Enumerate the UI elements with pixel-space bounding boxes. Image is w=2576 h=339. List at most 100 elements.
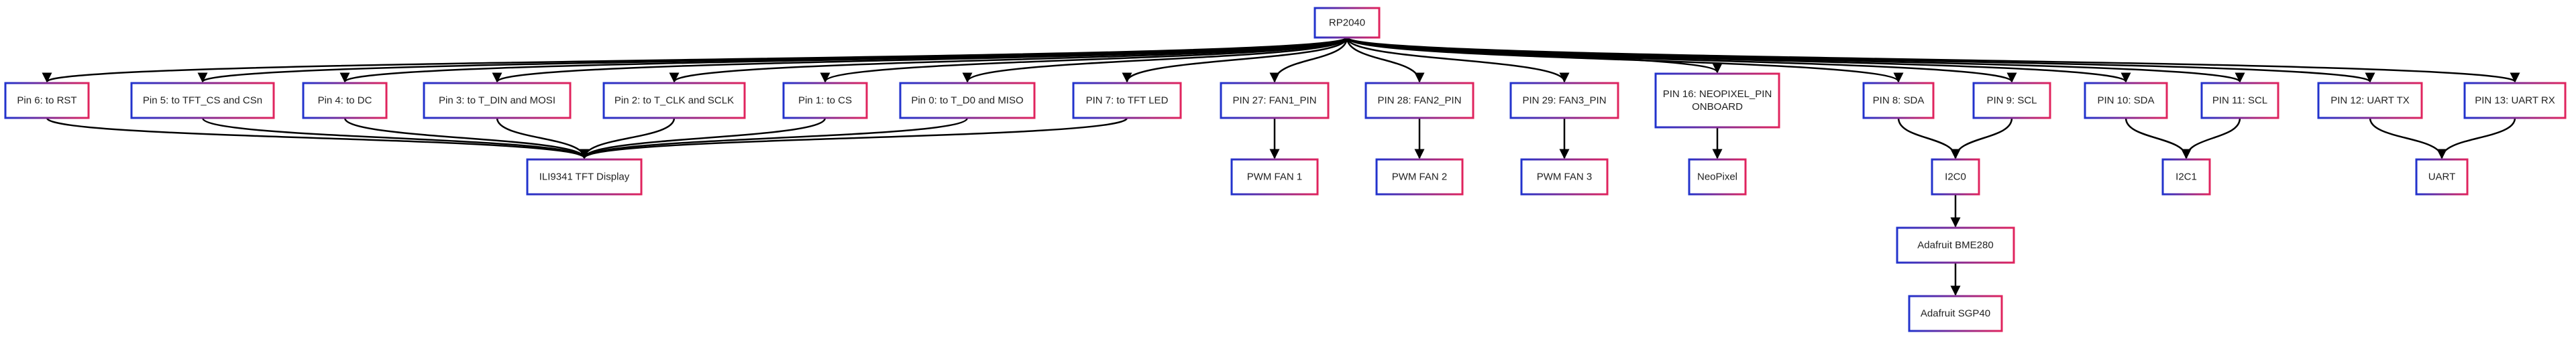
node-pin4: Pin 4: to DC bbox=[302, 82, 388, 119]
node-box bbox=[782, 82, 868, 119]
edge-pin0-to-tft bbox=[579, 117, 969, 159]
node-box bbox=[1931, 158, 1980, 196]
edge-rp2040-to-pin1 bbox=[820, 37, 1348, 83]
node-box bbox=[1654, 72, 1780, 129]
node-box bbox=[1220, 82, 1330, 119]
node-box bbox=[1862, 82, 1935, 119]
node-box bbox=[1072, 82, 1182, 119]
node-pin29: PIN 29: FAN3_PIN bbox=[1509, 82, 1619, 119]
node-label: PIN 13: UART RX bbox=[2475, 95, 2555, 107]
edge-arrow bbox=[1897, 117, 1961, 159]
edge-arrow bbox=[579, 117, 826, 159]
node-label: ONBOARD bbox=[1692, 101, 1743, 113]
edge-rp2040-to-pin29 bbox=[1346, 37, 1570, 83]
node-label: PIN 12: UART TX bbox=[2330, 95, 2410, 107]
node-pin13: PIN 13: UART RX bbox=[2463, 82, 2567, 119]
node-pin3: Pin 3: to T_DIN and MOSI bbox=[423, 82, 572, 119]
node-label: Pin 3: to T_DIN and MOSI bbox=[439, 95, 555, 107]
node-pin28: PIN 28: FAN2_PIN bbox=[1364, 82, 1474, 119]
node-pin0: Pin 0: to T_D0 and MISO bbox=[899, 82, 1036, 119]
node-pin5: Pin 5: to TFT_CS and CSn bbox=[130, 82, 275, 119]
edge-rp2040-to-pin3 bbox=[492, 36, 1348, 83]
node-box bbox=[2317, 82, 2423, 119]
edge-rp2040-to-pin4 bbox=[340, 36, 1348, 83]
node-box bbox=[4, 82, 90, 119]
node-i2c0: I2C0 bbox=[1931, 158, 1980, 196]
node-fan3: PWM FAN 3 bbox=[1520, 158, 1609, 196]
node-label: UART bbox=[2428, 172, 2456, 183]
edge-rp2040-to-pin13 bbox=[1346, 36, 2520, 83]
edge-arrow bbox=[962, 37, 1348, 83]
edge-pin5-to-tft bbox=[201, 117, 590, 159]
edge-arrow bbox=[820, 37, 1348, 83]
node-box bbox=[526, 158, 643, 196]
node-pin1: Pin 1: to CS bbox=[782, 82, 868, 119]
node-pin9: PIN 9: SCL bbox=[1972, 82, 2051, 119]
edge-pin7-to-tft bbox=[579, 117, 1128, 159]
node-label: Pin 2: to T_CLK and SCLK bbox=[614, 95, 734, 107]
edge-arrow bbox=[579, 117, 969, 159]
node-box bbox=[1896, 226, 2015, 264]
node-label: Pin 6: to RST bbox=[17, 95, 76, 107]
node-box bbox=[1972, 82, 2051, 119]
node-box bbox=[1688, 158, 1747, 196]
node-box bbox=[1313, 7, 1381, 39]
node-box bbox=[302, 82, 388, 119]
node-box bbox=[423, 82, 572, 119]
edge-rp2040-to-pin7 bbox=[1122, 37, 1348, 83]
node-label: Pin 1: to CS bbox=[798, 95, 852, 107]
node-pin6: Pin 6: to RST bbox=[4, 82, 90, 119]
edge-arrow bbox=[1122, 37, 1348, 83]
node-pin8: PIN 8: SDA bbox=[1862, 82, 1935, 119]
node-uart: UART bbox=[2415, 158, 2469, 196]
node-fan2: PWM FAN 2 bbox=[1375, 158, 1464, 196]
node-label: PIN 7: to TFT LED bbox=[1086, 95, 1169, 107]
node-label: ILI9341 TFT Display bbox=[539, 172, 630, 183]
edge-arrow bbox=[1346, 37, 1425, 83]
edge-arrow bbox=[2369, 117, 2447, 159]
node-label: PWM FAN 1 bbox=[1247, 172, 1303, 183]
node-box bbox=[1230, 158, 1319, 196]
node-box bbox=[602, 82, 746, 119]
node-box bbox=[2463, 82, 2567, 119]
node-label: Pin 4: to DC bbox=[318, 95, 372, 107]
edge-rp2040-to-pin27 bbox=[1269, 37, 1348, 83]
node-label: PIN 11: SCL bbox=[2212, 95, 2267, 107]
edge-pin9-to-i2c0 bbox=[1950, 117, 2013, 159]
node-pin7: PIN 7: to TFT LED bbox=[1072, 82, 1182, 119]
node-label: NeoPixel bbox=[1697, 172, 1737, 183]
node-label: PIN 28: FAN2_PIN bbox=[1377, 95, 1461, 107]
node-label: Adafruit SGP40 bbox=[1921, 308, 1990, 320]
node-pin27: PIN 27: FAN1_PIN bbox=[1220, 82, 1330, 119]
node-label: PIN 10: SDA bbox=[2097, 95, 2154, 107]
edge-arrow bbox=[492, 36, 1348, 83]
node-label: PIN 29: FAN3_PIN bbox=[1522, 95, 1606, 107]
node-box bbox=[1364, 82, 1474, 119]
edge-rp2040-to-pin28 bbox=[1346, 37, 1425, 83]
edge-arrow bbox=[2181, 117, 2241, 159]
edge-pin12-to-uart bbox=[2369, 117, 2447, 159]
node-label: PIN 16: NEOPIXEL_PIN bbox=[1663, 88, 1772, 100]
node-rp2040: RP2040 bbox=[1313, 7, 1381, 39]
node-box bbox=[1509, 82, 1619, 119]
node-label: PWM FAN 3 bbox=[1537, 172, 1593, 183]
edge-rp2040-to-pin0 bbox=[962, 37, 1348, 83]
edges-layer bbox=[42, 36, 2520, 296]
edge-arrow bbox=[669, 36, 1348, 83]
node-label: I2C0 bbox=[1945, 172, 1966, 183]
node-box bbox=[899, 82, 1036, 119]
node-label: Pin 0: to T_D0 and MISO bbox=[911, 95, 1023, 107]
edge-arrow bbox=[1950, 117, 2013, 159]
node-label: PIN 8: SDA bbox=[1873, 95, 1925, 107]
edge-pin1-to-tft bbox=[579, 117, 826, 159]
edge-arrow bbox=[46, 117, 590, 159]
node-box bbox=[2200, 82, 2279, 119]
node-pin12: PIN 12: UART TX bbox=[2317, 82, 2423, 119]
node-box bbox=[2084, 82, 2168, 119]
edge-pin10-to-i2c1 bbox=[2125, 117, 2192, 159]
node-i2c1: I2C1 bbox=[2161, 158, 2211, 196]
node-fan1: PWM FAN 1 bbox=[1230, 158, 1319, 196]
